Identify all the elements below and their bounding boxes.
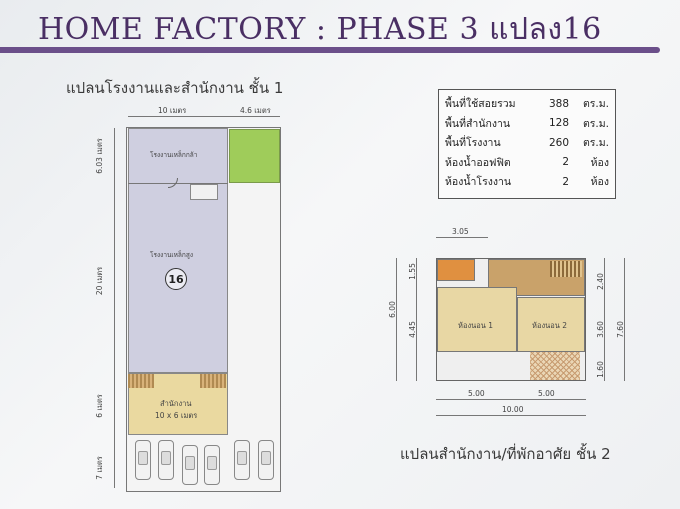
right-c-dim: 1.60 <box>595 361 605 378</box>
top-width-dim: 10 เมตร <box>158 106 187 115</box>
row-unit: ตร.ม. <box>582 98 609 111</box>
left-dim-line-inner <box>416 258 417 381</box>
bottom-dim-line-outer <box>436 415 586 416</box>
plot-number-badge: 16 <box>165 268 187 290</box>
title-underline <box>0 47 660 53</box>
row-value: 2 <box>562 175 569 188</box>
row-unit: ตร.ม. <box>582 117 609 130</box>
right-dim-line-outer <box>624 258 625 381</box>
car-icon <box>158 440 174 480</box>
green-area <box>229 129 280 183</box>
left-dim-4: 7 เมตร <box>94 456 104 480</box>
top-dim-line <box>436 237 488 238</box>
row-label: พื้นที่โรงงาน <box>445 137 501 150</box>
left-dim-2: 20 เมตร <box>95 266 105 296</box>
left-total-dim: 6.00 <box>387 301 397 318</box>
office-stairs <box>128 374 154 388</box>
left-dim-line-outer <box>396 258 397 381</box>
car-icon <box>258 440 274 480</box>
table-row: ห้องน้ำออฟฟิต 2 ห้อง <box>445 153 609 173</box>
stairs <box>550 261 582 277</box>
balcony <box>530 352 580 380</box>
left-a-dim: 1.55 <box>407 263 417 280</box>
table-row: พื้นที่สำนักงาน 128 ตร.ม. <box>445 114 609 134</box>
bedroom-1-label: ห้องนอน 1 <box>458 321 494 330</box>
row-label: พื้นที่สำนักงาน <box>445 117 511 130</box>
page-title: HOME FACTORY : PHASE 3 แปลง16 <box>38 12 602 47</box>
right-a-dim: 2.40 <box>595 273 605 290</box>
top-dim: 3.05 <box>452 227 469 236</box>
left-b-dim: 4.45 <box>407 321 417 338</box>
bottom-total-dim: 10.00 <box>502 405 524 414</box>
top-side-dim: 4.6 เมตร <box>240 106 271 115</box>
row-value: 388 <box>548 97 569 110</box>
bottom-a-dim: 5.00 <box>468 389 485 398</box>
office-size-label: 10 x 6 เมตร <box>155 411 198 420</box>
row-unit: ห้อง <box>590 176 609 189</box>
left-dim-3: 6 เมตร <box>94 394 104 418</box>
table-row: ห้องน้ำโรงงาน 2 ห้อง <box>445 172 609 192</box>
row-label: ห้องน้ำโรงงาน <box>445 176 512 189</box>
area-summary-table: พื้นที่ใช้สอยรวม 388 ตร.ม. พื้นที่สำนักง… <box>438 89 616 199</box>
bedroom-2-label: ห้องนอน 2 <box>532 321 568 330</box>
right-total-dim: 7.60 <box>615 321 625 338</box>
right-b-dim: 3.60 <box>595 321 605 338</box>
ground-floor-plan: โรงงานเหล็กกล้า โรงงานเหล็กสูง 16 สำนักง… <box>90 100 300 500</box>
plan2-title: แปลนสำนักงาน/ที่พักอาศัย ชั้น 2 <box>400 445 611 463</box>
table-row: พื้นที่โรงงาน 260 ตร.ม. <box>445 133 609 153</box>
row-value: 128 <box>548 117 569 130</box>
second-floor-plan: ห้องนอน 1 ห้องนอน 2 3.05 6.00 1.55 4.45 … <box>387 225 640 425</box>
table-row: พื้นที่ใช้สอยรวม 388 ตร.ม. <box>445 94 609 114</box>
row-unit: ตร.ม. <box>582 137 609 150</box>
bathroom <box>437 259 475 281</box>
factory-area <box>128 128 228 373</box>
plot-number: 16 <box>168 272 184 286</box>
warehouse-label: โรงงานเหล็กกล้า <box>150 151 198 159</box>
office-stairs-right <box>200 374 226 388</box>
left-dim-1: 6.03 เมตร <box>94 138 104 174</box>
row-unit: ห้อง <box>590 156 609 169</box>
factory-label: โรงงานเหล็กสูง <box>150 251 193 259</box>
bottom-dim-line-inner <box>436 399 586 400</box>
right-dim-line-inner <box>604 258 605 381</box>
row-value: 260 <box>548 136 569 149</box>
car-icon <box>182 445 198 485</box>
car-icon <box>234 440 250 480</box>
office-label: สำนักงาน <box>160 399 192 408</box>
bedroom-1 <box>437 287 517 352</box>
car-icon <box>204 445 220 485</box>
car-icon <box>135 440 151 480</box>
top-dim-line <box>128 116 280 117</box>
row-label: ห้องน้ำออฟฟิต <box>445 156 511 169</box>
left-dim-line <box>114 128 115 488</box>
warehouse-divider <box>128 183 228 184</box>
bedroom-2 <box>517 297 585 352</box>
bottom-b-dim: 5.00 <box>538 389 555 398</box>
row-value: 2 <box>562 156 569 169</box>
toilet-block <box>190 184 218 200</box>
plan1-title: แปลนโรงงานและสำนักงาน ชั้น 1 <box>66 79 284 97</box>
row-label: พื้นที่ใช้สอยรวม <box>445 98 516 111</box>
